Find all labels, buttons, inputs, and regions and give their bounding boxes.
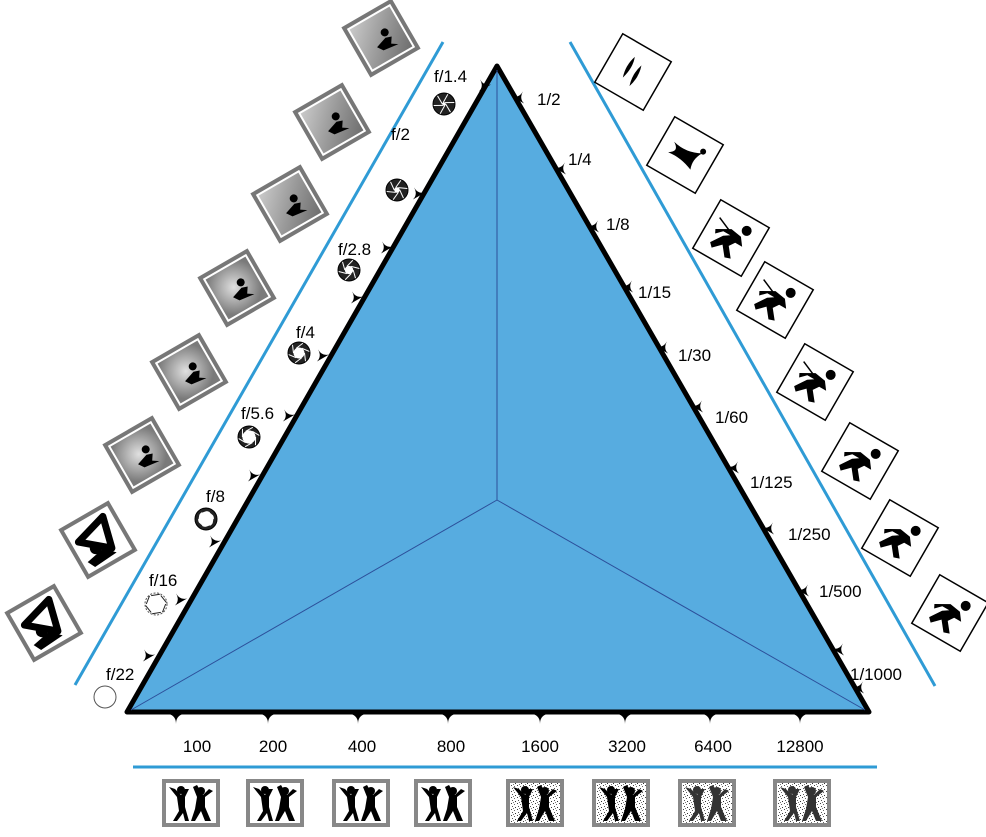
aperture-blade-icon	[287, 341, 311, 365]
scale-tick	[586, 220, 600, 233]
shutter-speed-label: 1/8	[606, 215, 630, 234]
dancing-figures-noise-icon	[592, 779, 650, 827]
scale-tick	[761, 522, 775, 535]
running-figure-motion-icon	[645, 115, 725, 195]
running-figure-motion-icon	[820, 421, 900, 501]
aperture-blade-icon	[93, 685, 117, 709]
running-figure-motion-icon	[735, 260, 815, 340]
aperture-label: f/5.6	[241, 404, 274, 423]
scale-tick	[412, 187, 426, 200]
aperture-guide-line	[73, 41, 445, 686]
aperture-blade-icon	[337, 258, 361, 282]
scale-tick	[533, 714, 547, 724]
scale-tick	[208, 535, 222, 548]
shutter-guide-line	[568, 41, 937, 687]
scale-tick	[169, 714, 183, 724]
iso-label: 800	[437, 737, 465, 756]
scale-tick	[726, 461, 740, 474]
exposure-triangle	[124, 63, 872, 715]
dancing-figures-noise-icon	[162, 779, 220, 827]
shutter-speed-label: 1/30	[678, 346, 711, 365]
scale-ticks	[142, 79, 865, 724]
aperture-label: f/1.4	[434, 67, 467, 86]
scale-tick	[282, 409, 296, 422]
scale-tick	[261, 714, 275, 724]
aperture-label: f/22	[106, 665, 134, 684]
aperture-label: f/2.8	[338, 240, 371, 259]
depth-of-field-thumbnail-icon	[58, 500, 138, 580]
shutter-speed-label: 1/250	[788, 525, 831, 544]
dancing-figures-noise-icon	[678, 779, 736, 827]
depth-of-field-thumbnail-icon	[102, 415, 182, 495]
shutter-speed-label: 1/500	[819, 582, 862, 601]
shutter-speed-label: 1/1000	[850, 665, 902, 684]
iso-noise-thumbnails	[162, 779, 831, 827]
scale-labels: f/1.4 f/2 f/2.8 f/4 f/5.6 f/8 f/16 f/22 1/2 1/4 1/…	[106, 67, 902, 756]
dancing-figures-noise-icon	[332, 779, 390, 827]
aperture-label: f/16	[149, 571, 177, 590]
aperture-blade-icon	[194, 507, 218, 531]
scale-tick	[690, 400, 704, 413]
scale-tick	[350, 291, 364, 304]
scale-tick	[618, 714, 632, 724]
iso-label: 12800	[776, 737, 823, 756]
scale-tick	[174, 593, 188, 606]
running-figure-motion-icon	[593, 32, 673, 112]
aperture-icons	[93, 92, 456, 709]
aperture-label: f/8	[206, 487, 225, 506]
scale-tick	[142, 649, 156, 662]
depth-of-field-thumbnail-icon	[250, 164, 330, 244]
iso-label: 200	[259, 737, 287, 756]
depth-of-field-thumbnail-icon	[197, 248, 277, 328]
motion-blur-thumbnails	[593, 32, 986, 653]
running-figure-motion-icon	[910, 573, 986, 653]
scale-tick	[511, 91, 525, 104]
scale-tick	[655, 341, 669, 354]
dancing-figures-noise-icon	[506, 779, 564, 827]
scale-tick	[247, 469, 261, 482]
shutter-speed-label: 1/125	[750, 473, 793, 492]
scale-tick	[793, 714, 807, 724]
aperture-blade-icon	[385, 178, 409, 202]
iso-label: 6400	[694, 737, 732, 756]
iso-label: 3200	[608, 737, 646, 756]
shutter-speed-label: 1/4	[568, 150, 592, 169]
depth-of-field-thumbnail-icon	[4, 583, 84, 663]
depth-of-field-thumbnail-icon	[149, 332, 229, 412]
running-figure-motion-icon	[775, 342, 855, 422]
scale-tick	[478, 79, 492, 92]
scale-tick	[851, 681, 865, 694]
shutter-speed-label: 1/15	[638, 283, 671, 302]
scale-tick	[703, 714, 717, 724]
shutter-speed-label: 1/60	[715, 408, 748, 427]
scale-tick	[441, 714, 455, 724]
dancing-figures-noise-icon	[773, 779, 831, 827]
scale-tick	[553, 162, 567, 175]
scale-tick	[796, 584, 810, 597]
scale-tick	[316, 349, 330, 362]
aperture-label: f/4	[296, 323, 315, 342]
triangle-inner-lines	[130, 70, 866, 711]
dancing-figures-noise-icon	[414, 779, 472, 827]
depth-of-field-thumbnail-icon	[292, 82, 372, 162]
shutter-speed-label: 1/2	[537, 90, 561, 109]
dancing-figures-noise-icon	[246, 779, 304, 827]
scale-tick	[620, 280, 634, 293]
iso-label: 400	[348, 737, 376, 756]
aperture-blade-icon	[432, 92, 456, 116]
iso-label: 1600	[521, 737, 559, 756]
aperture-blade-icon	[144, 592, 168, 616]
iso-label: 100	[183, 737, 211, 756]
scale-tick	[831, 643, 845, 656]
aperture-blade-icon	[237, 425, 261, 449]
depth-of-field-thumbnails	[4, 0, 421, 663]
running-figure-motion-icon	[860, 498, 940, 578]
depth-of-field-thumbnail-icon	[341, 0, 421, 78]
scale-tick	[380, 241, 394, 254]
running-figure-motion-icon	[691, 198, 771, 278]
scale-tick	[351, 714, 365, 724]
aperture-label: f/2	[391, 125, 410, 144]
